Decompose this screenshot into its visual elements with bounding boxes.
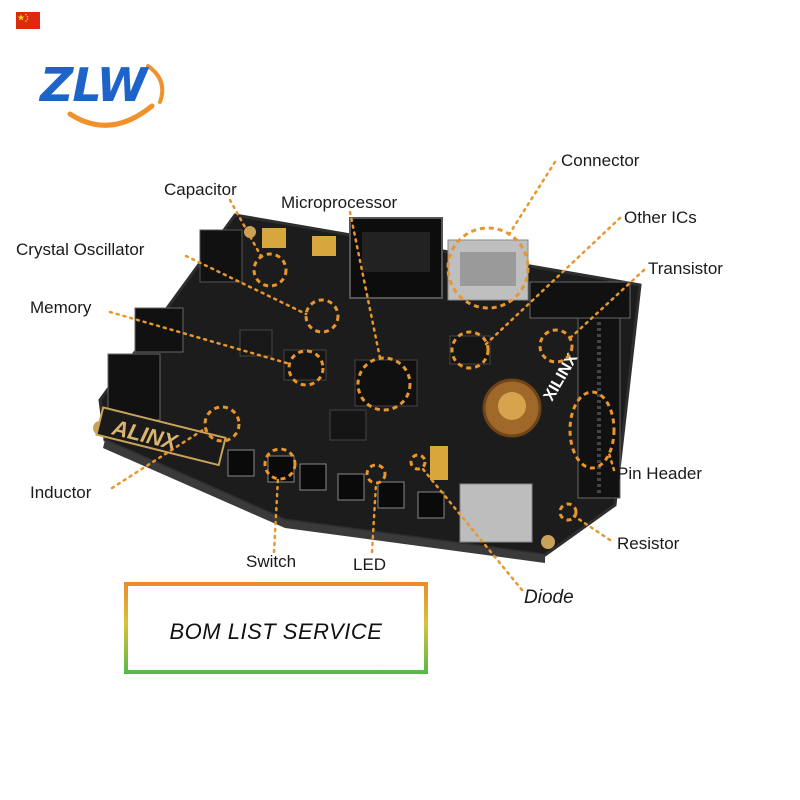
label-memory: Memory <box>30 298 92 317</box>
highlight-capacitor <box>252 252 288 288</box>
usb-connector <box>262 228 286 248</box>
label-connector: Connector <box>561 151 640 170</box>
bom-list-service-box[interactable]: BOM LIST SERVICE <box>124 582 428 674</box>
highlight-memory <box>287 349 325 387</box>
leader-diode <box>420 466 524 592</box>
leader-inductor <box>110 426 208 490</box>
zlw-logo: ZLW <box>40 58 165 128</box>
sma-connector <box>430 446 448 480</box>
highlight-switch <box>263 447 297 481</box>
leader-other-ics <box>482 216 622 348</box>
tact-switch <box>417 491 445 519</box>
highlight-diode <box>409 453 427 471</box>
highlight-led <box>365 463 387 485</box>
bom-list-service-text: BOM LIST SERVICE <box>169 619 383 644</box>
left-header <box>107 353 161 421</box>
leader-crystal <box>184 254 308 316</box>
label-switch: Switch <box>246 552 297 571</box>
leader-resistor <box>572 514 612 542</box>
logo-text: ZLW <box>40 58 147 112</box>
logo-swoosh-icon <box>67 64 165 128</box>
tact-switch <box>377 481 405 509</box>
label-led: LED <box>353 555 387 574</box>
label-pin-header: Pin Header <box>617 464 703 483</box>
mount-hole <box>541 535 555 549</box>
top-header <box>529 281 631 319</box>
highlight-transistor <box>538 328 574 364</box>
chip <box>329 409 367 441</box>
highlight-crystal <box>304 298 340 334</box>
tact-switch <box>337 473 365 501</box>
power-jack <box>199 229 243 283</box>
highlight-microprocessor <box>356 356 412 412</box>
label-other-ics: Other ICs <box>624 208 697 227</box>
leader-capacitor <box>228 198 264 260</box>
chip <box>449 335 491 365</box>
tact-switch <box>299 463 327 491</box>
highlight-other-ics <box>450 330 490 370</box>
mount-hole <box>244 226 256 238</box>
label-diode: Diode <box>524 587 574 608</box>
label-microprocessor: Microprocessor <box>281 193 398 212</box>
sd-card-slot <box>459 483 533 543</box>
left-header <box>134 307 184 353</box>
label-capacitor: Capacitor <box>164 180 237 199</box>
china-flag-icon <box>16 12 40 29</box>
highlight-inductor <box>203 405 241 443</box>
highlight-resistor <box>558 502 578 522</box>
usb-connector <box>312 236 336 256</box>
highlight-connector <box>446 226 530 310</box>
leader-connector <box>506 160 557 238</box>
leader-switch <box>272 476 280 554</box>
label-crystal-oscillator: Crystal Oscillator <box>16 240 145 259</box>
leader-transistor <box>566 268 646 342</box>
tact-switch <box>227 449 255 477</box>
label-resistor: Resistor <box>617 534 680 553</box>
leader-memory <box>108 310 292 366</box>
label-transistor: Transistor <box>648 259 723 278</box>
highlight-pin-header <box>568 390 616 470</box>
leader-led <box>370 482 378 554</box>
label-inductor: Inductor <box>30 483 92 502</box>
